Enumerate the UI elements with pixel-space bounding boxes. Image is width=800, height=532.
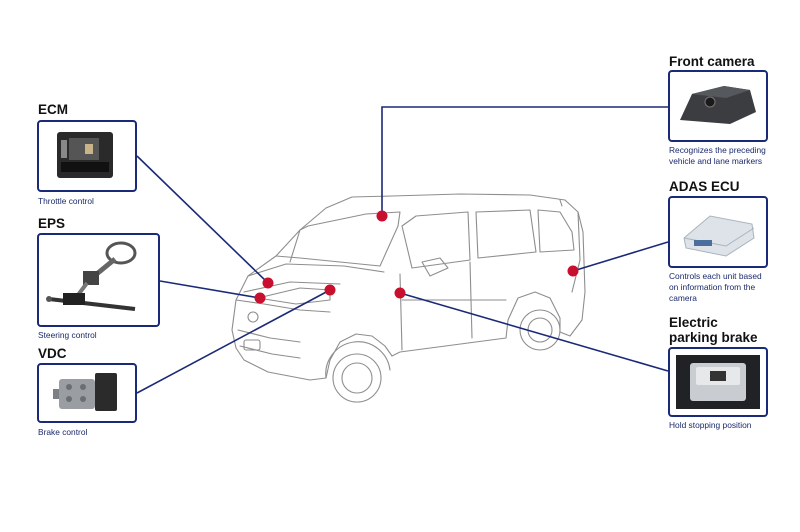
dot-eps [254,292,266,304]
eps-image-box [37,233,160,327]
dot-adas-ecu [567,265,579,277]
front-camera-title: Front camera [669,54,755,69]
adas-ecu-icon [683,215,755,257]
connector-adas-ecu [572,241,669,272]
dot-vdc [324,284,336,296]
connector-front-camera [381,106,668,216]
ecm-image-box [37,120,137,192]
dot-epb [394,287,406,299]
epb-title-line-1: Electric [669,315,718,330]
eps-caption: Steering control [38,330,97,340]
adas-ecu-caption-line-2: on information from the [669,282,756,292]
connector-epb [399,292,669,372]
epb-image-box [668,347,768,417]
dot-front-camera [376,210,388,222]
front-camera-icon [680,86,756,124]
steering-rack-icon [46,241,137,311]
connector-vdc [136,289,331,394]
vdc-title: VDC [38,346,67,361]
vehicle-illustration [231,193,586,403]
vdc-image-box [37,363,137,423]
parking-brake-switch-icon [676,355,760,409]
connector-lines [136,106,669,394]
connector-eps [159,280,261,299]
ecm-unit-icon [57,132,113,178]
front-camera-caption-line-1: Recognizes the preceding [669,145,766,155]
connection-dots [254,210,579,304]
epb-caption: Hold stopping position [669,420,752,430]
adas-ecu-image-box [668,196,768,268]
adas-ecu-caption-line-3: camera [669,293,697,303]
dot-ecm [262,277,274,289]
connector-ecm [136,155,269,284]
front-camera-caption-line-2: vehicle and lane markers [669,156,763,166]
vdc-module-icon [53,373,117,411]
ecm-caption: Throttle control [38,196,94,206]
adas-ecu-title: ADAS ECU [669,179,740,194]
epb-title-line-2: parking brake [669,330,758,345]
adas-ecu-caption-line-1: Controls each unit based [669,271,762,281]
eps-title: EPS [38,216,66,231]
vdc-caption: Brake control [38,427,88,437]
ecm-title: ECM [38,102,68,117]
front-camera-image-box [668,70,768,142]
